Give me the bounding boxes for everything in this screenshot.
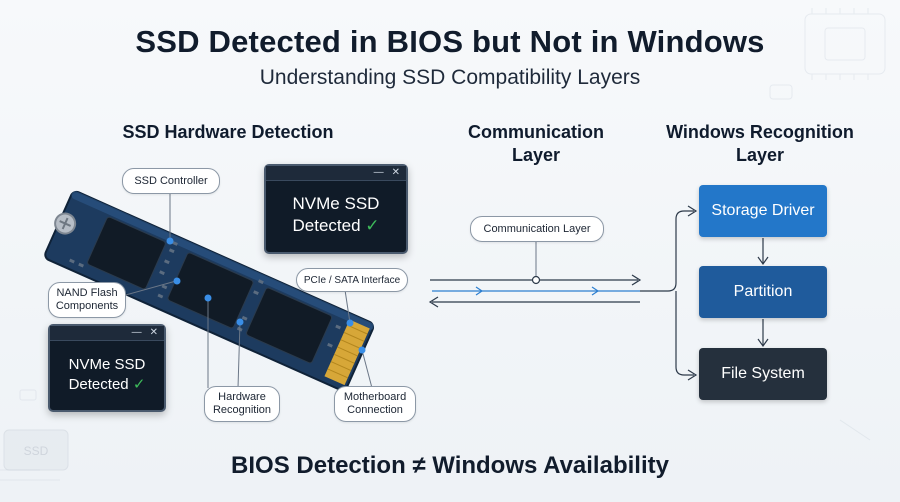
decor-chip-icon	[804, 8, 886, 80]
callout-communication-layer: Communication Layer	[470, 216, 604, 242]
callout-nand-flash: NAND Flash Components	[48, 282, 126, 318]
footer-statement: BIOS Detection ≠ Windows Availability	[231, 452, 669, 479]
popup-line2-row: Detected ✓	[266, 215, 406, 237]
column-heading-windows-line1: Windows Recognition	[666, 122, 854, 142]
nand-chip-2	[246, 287, 333, 364]
minimize-icon: —	[373, 167, 384, 178]
partition-box: Partition	[699, 266, 827, 318]
popup-titlebar: — ✕	[266, 166, 406, 181]
branch-connector	[640, 210, 694, 292]
detected-popup-primary: — ✕ NVMe SSD Detected ✓	[264, 164, 408, 254]
motherboard-dot	[358, 346, 366, 354]
decor-ssd-chip-icon: SSD	[3, 429, 69, 471]
callout-motherboard-connection: Motherboard Connection	[334, 386, 416, 422]
decor-ssd-chip-label: SSD	[24, 444, 49, 458]
nand-dot	[173, 277, 181, 285]
checkmark-icon: ✓	[365, 216, 380, 235]
hw-dot-2	[204, 294, 212, 302]
ssd-controller-chip	[87, 216, 166, 290]
callout-hardware-line1: Hardware	[218, 391, 266, 403]
callout-nand-line2: Components	[55, 300, 119, 312]
popup-message: NVMe SSD Detected ✓	[266, 193, 406, 237]
close-icon: ✕	[391, 167, 400, 178]
close-icon: ✕	[149, 327, 158, 338]
hw-dot-1	[236, 318, 244, 326]
page-subtitle: Understanding SSD Compatibility Layers	[259, 66, 641, 89]
pcie-dot	[346, 319, 354, 327]
column-heading-communication-line1: Communication	[467, 122, 604, 142]
controller-dot	[166, 237, 174, 245]
leader-motherboard	[361, 349, 373, 389]
popup-line1: NVMe SSD	[68, 356, 146, 373]
popup-message: NVMe SSD Detected ✓	[50, 355, 164, 395]
leader-hardware-recognition	[237, 321, 241, 389]
gold-connector	[324, 319, 370, 386]
popup-titlebar: — ✕	[50, 326, 164, 341]
column-heading-windows-line2: Layer	[735, 145, 785, 165]
callout-motherboard-line1: Motherboard	[343, 391, 407, 403]
callout-motherboard-line2: Connection	[347, 404, 403, 416]
popup-line1: NVMe SSD	[292, 194, 380, 213]
detected-popup-secondary: — ✕ NVMe SSD Detected ✓	[48, 324, 166, 412]
page-title: SSD Detected in BIOS but Not in Windows	[135, 24, 765, 59]
checkmark-icon: ✓	[132, 376, 146, 393]
leader-pcie	[344, 289, 351, 324]
popup-line2: Detected	[68, 376, 129, 393]
column-heading-windows: Windows Recognition Layer	[652, 121, 868, 167]
minimize-icon: —	[131, 327, 142, 338]
file-system-box: File System	[699, 348, 827, 400]
callout-hardware-line2: Recognition	[212, 404, 272, 416]
popup-line2: Detected	[292, 216, 361, 235]
nand-chip-1	[167, 252, 254, 329]
callout-pcie-sata: PCIe / SATA Interface	[296, 268, 408, 292]
column-heading-hardware: SSD Hardware Detection	[122, 122, 334, 142]
storage-driver-box: Storage Driver	[699, 185, 827, 237]
callout-ssd-controller: SSD Controller	[122, 168, 220, 194]
column-heading-communication: Communication Layer	[452, 121, 620, 167]
comm-node-dot	[531, 275, 541, 285]
column-heading-communication-line2: Layer	[511, 145, 561, 165]
callout-nand-line1: NAND Flash	[56, 287, 118, 299]
leader-nand-flash	[121, 280, 177, 297]
popup-line2-row: Detected ✓	[50, 375, 164, 395]
callout-hardware-recognition: Hardware Recognition	[204, 386, 280, 422]
